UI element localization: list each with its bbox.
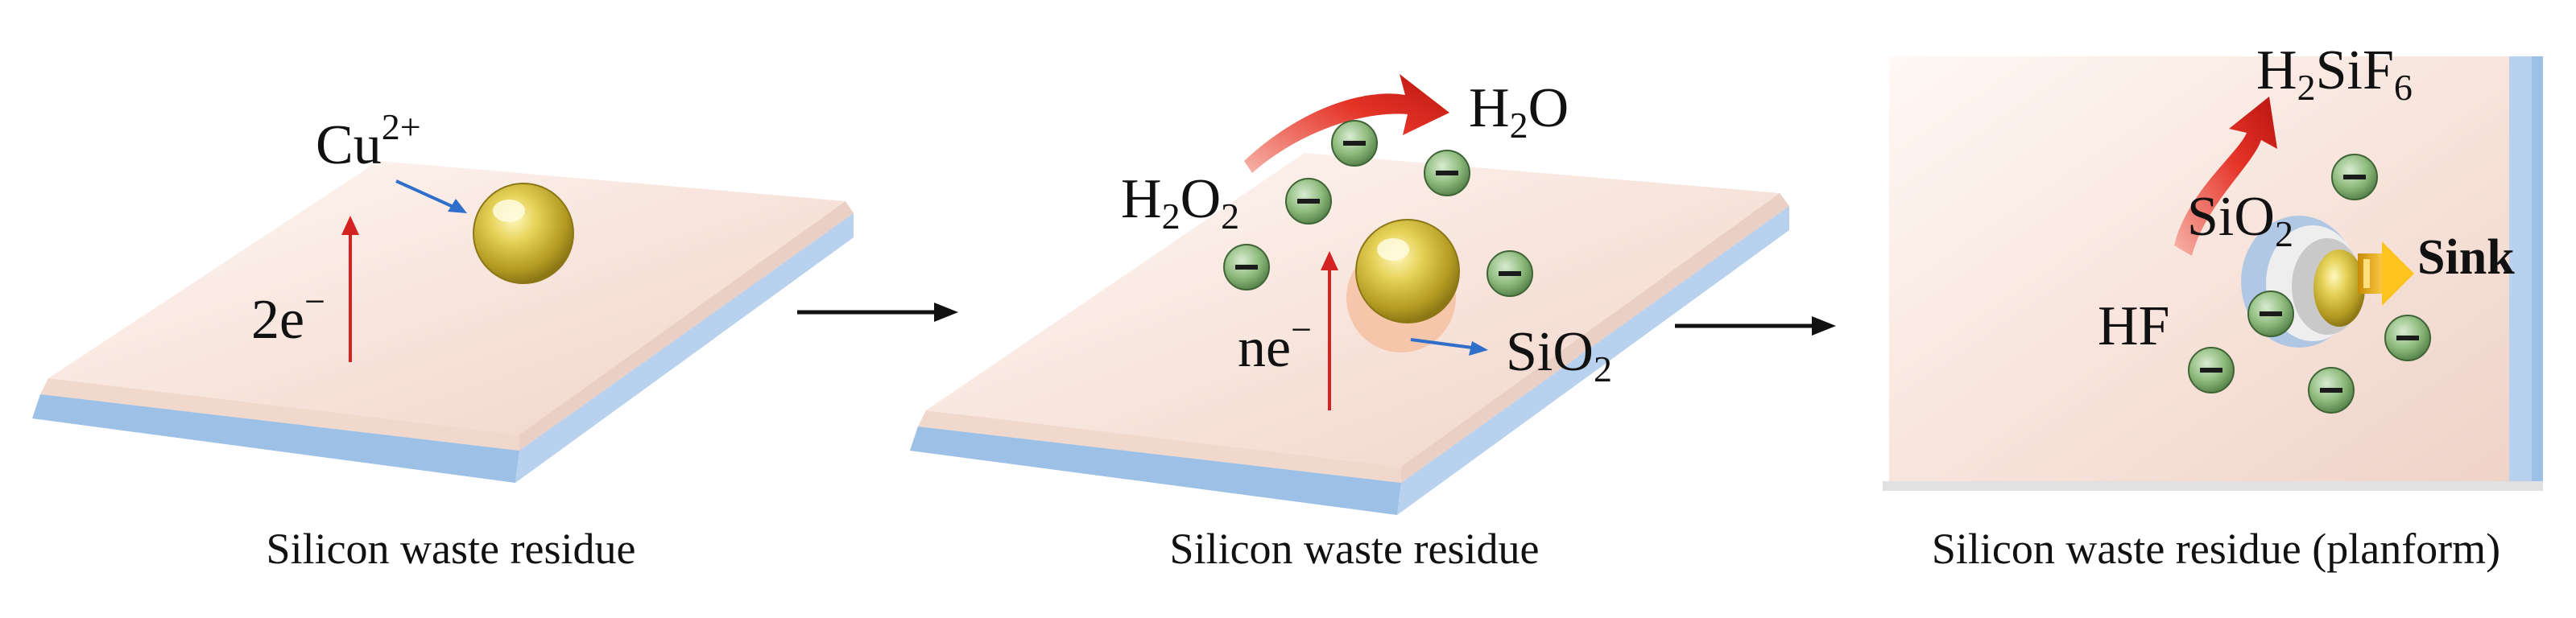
silicon-slab-2 xyxy=(910,153,1789,515)
blue-arrow-cu xyxy=(395,179,467,213)
sio2-label-2: SiO2 xyxy=(1506,321,1612,389)
electron-minus-icon xyxy=(1285,178,1332,225)
h2sif6-label: H2SiF6 xyxy=(2256,39,2413,108)
panel-1: Cu2+ 2e− Silicon waste residue xyxy=(32,106,854,573)
caption-panel-3: Silicon waste residue (planform) xyxy=(1932,525,2500,573)
electron-label-2: ne− xyxy=(1238,309,1312,379)
panel-3: H2SiF6 SiO2 HF Sink Silicon waste residu… xyxy=(1883,39,2543,573)
panel-2: H2O2 H2O ne− SiO2 Silicon waste residue xyxy=(910,74,1789,573)
electron-minus-icon xyxy=(1424,150,1470,196)
red-curved-arrow-h2sif6 xyxy=(2174,97,2277,256)
red-arrow-electron-2 xyxy=(1321,251,1338,410)
electron-minus-icon xyxy=(2188,347,2235,393)
electron-minus-icon xyxy=(2308,367,2355,414)
h2o2-label: H2O2 xyxy=(1121,168,1239,237)
red-arrow-electron-1 xyxy=(341,216,359,362)
sink-label: Sink xyxy=(2417,230,2515,285)
electron-label-1: 2e− xyxy=(251,281,325,351)
silicon-slab-planform xyxy=(1883,56,2543,491)
electron-minus-icon xyxy=(2384,315,2431,361)
sio2-label-3: SiO2 xyxy=(2187,186,2293,254)
blue-arrow-sio2 xyxy=(1410,338,1488,356)
caption-panel-1: Silicon waste residue xyxy=(267,525,636,573)
electron-minus-icon xyxy=(1223,244,1270,290)
silicon-slab-1 xyxy=(32,161,854,483)
sink-arrow-icon xyxy=(2358,241,2414,306)
caption-panel-2: Silicon waste residue xyxy=(1170,525,1540,573)
gold-particle-icon xyxy=(473,183,574,284)
h2o-label: H2O xyxy=(1469,77,1569,146)
electron-minus-icon xyxy=(1331,120,1378,167)
right-arrow-icon xyxy=(1675,316,1836,336)
gold-particle-icon xyxy=(1355,219,1460,323)
cu-ion-label: Cu2+ xyxy=(316,106,421,176)
hf-label: HF xyxy=(2098,295,2169,357)
red-curved-arrow-h2o xyxy=(1244,74,1449,173)
electron-minus-icon xyxy=(2247,290,2294,337)
electron-minus-icon xyxy=(1486,250,1533,297)
right-arrow-icon xyxy=(797,303,958,322)
electron-minus-icon xyxy=(2331,154,2378,200)
